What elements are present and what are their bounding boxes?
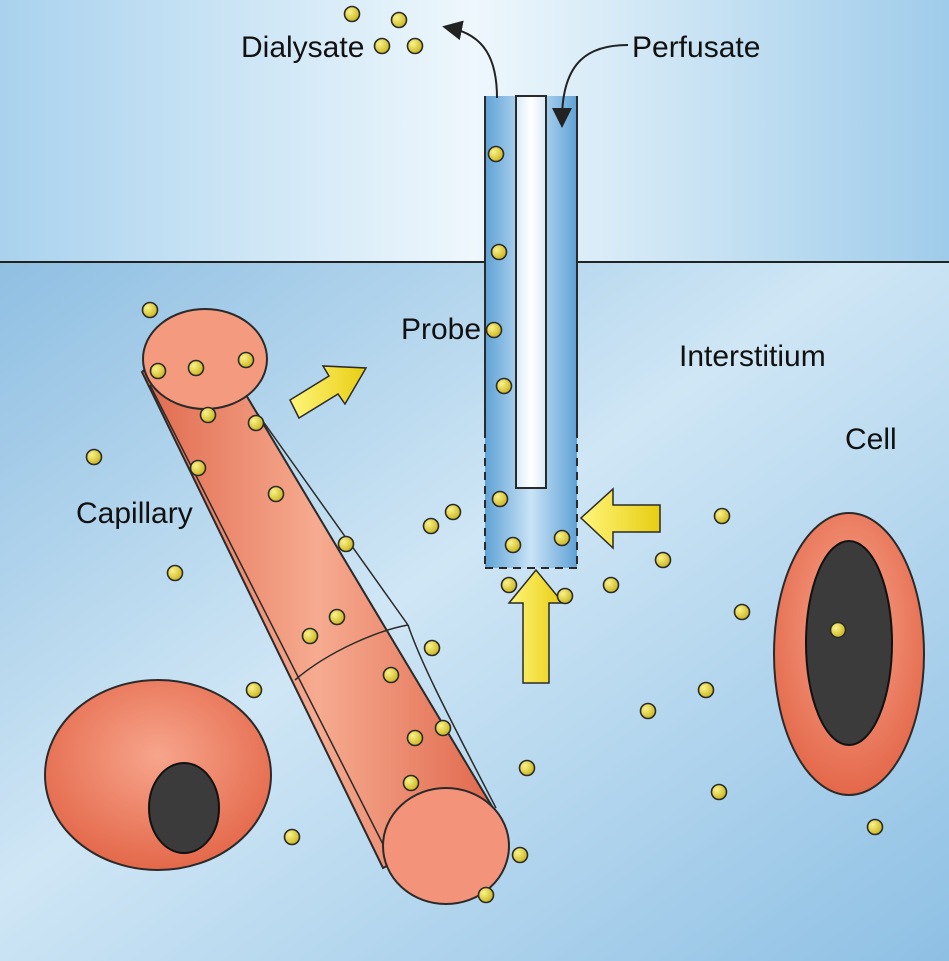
molecule-dot: [502, 578, 517, 593]
molecule-dot: [493, 492, 508, 507]
molecule-dot: [345, 7, 360, 22]
molecule-dot: [425, 641, 440, 656]
molecule-dot: [424, 519, 439, 534]
molecule-dot: [555, 531, 570, 546]
molecule-dot: [735, 605, 750, 620]
molecule-dot: [249, 416, 264, 431]
molecule-dot: [506, 538, 521, 553]
molecule-dot: [558, 589, 573, 604]
molecule-dot: [191, 461, 206, 476]
molecule-dot: [151, 364, 166, 379]
molecule-dot: [375, 39, 390, 54]
molecule-dot: [513, 848, 528, 863]
molecule-dot: [712, 785, 727, 800]
molecule-dot: [436, 721, 451, 736]
perfusate-label: Perfusate: [632, 31, 760, 64]
molecule-dot: [489, 147, 504, 162]
capillary-bottom-opening: [383, 788, 509, 904]
molecule-dot: [492, 245, 507, 260]
molecule-dot: [168, 566, 183, 581]
capillary-label: Capillary: [76, 497, 193, 530]
molecule-dot: [269, 487, 284, 502]
molecule-dot: [303, 629, 318, 644]
cell-left-nucleus: [149, 763, 219, 853]
molecule-dot: [408, 39, 423, 54]
molecule-dot: [285, 830, 300, 845]
cell-right: [774, 513, 924, 795]
molecule-dot: [520, 761, 535, 776]
molecule-dot: [384, 668, 399, 683]
cell-right-nucleus: [806, 541, 892, 745]
molecule-dot: [641, 704, 656, 719]
molecule-dot: [487, 323, 502, 338]
molecule-dot: [479, 888, 494, 903]
molecule-dot: [392, 13, 407, 28]
molecule-dot: [143, 303, 158, 318]
molecule-dot: [868, 820, 883, 835]
molecule-dot: [404, 776, 419, 791]
molecule-dot: [715, 509, 730, 524]
molecule-dot: [699, 683, 714, 698]
molecule-dot: [408, 731, 423, 746]
cell-label: Cell: [845, 423, 897, 456]
molecule-dot: [239, 353, 254, 368]
molecule-dot: [201, 408, 216, 423]
molecule-dot: [330, 610, 345, 625]
interstitium-label: Interstitium: [679, 340, 826, 373]
molecule-dot: [656, 553, 671, 568]
molecule-dot: [604, 578, 619, 593]
molecule-dot: [87, 450, 102, 465]
probe-label: Probe: [401, 313, 481, 346]
molecule-dot: [497, 379, 512, 394]
molecule-dot: [247, 683, 262, 698]
dialysate-label: Dialysate: [241, 31, 364, 64]
molecule-dot: [446, 505, 461, 520]
molecule-dot: [339, 537, 354, 552]
molecule-dot: [831, 623, 846, 638]
molecule-dot: [189, 361, 204, 376]
cell-left: [45, 680, 271, 870]
